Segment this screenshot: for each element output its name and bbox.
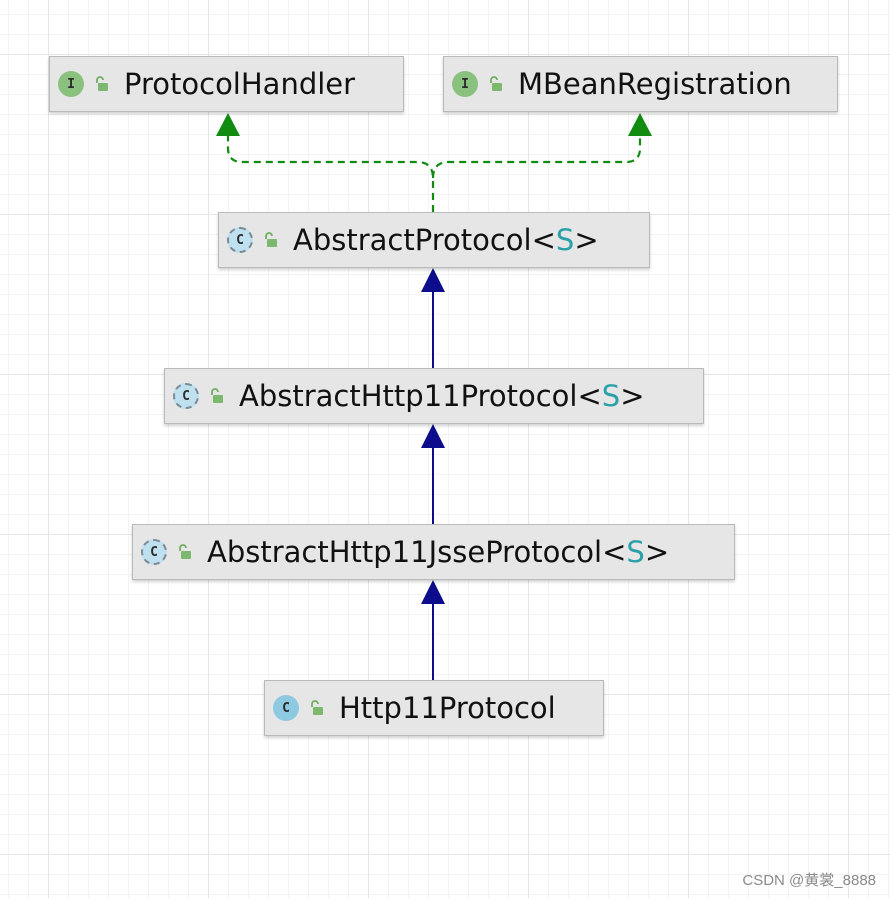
abstract-class-icon: C [141, 539, 167, 565]
class-name: AbstractHttp11JsseProtocol [207, 535, 603, 569]
type-parameter: S [555, 223, 575, 257]
node-label: AbstractHttp11Protocol<S> [239, 379, 645, 413]
abstract-class-icon: C [227, 227, 253, 253]
node-mbean-registration[interactable]: I MBeanRegistration [443, 56, 838, 112]
edge-abstractprotocol-implements-protocolhandler [226, 134, 435, 212]
interface-icon: I [58, 71, 84, 97]
watermark: CSDN @黄裳_8888 [742, 872, 876, 889]
node-label: AbstractHttp11JsseProtocol<S> [207, 535, 670, 569]
node-label: MBeanRegistration [518, 67, 792, 101]
public-lock-icon [211, 388, 223, 403]
node-http11-protocol[interactable]: C Http11Protocol [264, 680, 604, 736]
edge-abstractprotocol-implements-mbeanregistration [431, 134, 642, 179]
type-parameter: S [601, 379, 621, 413]
node-abstract-http11-jsse-protocol[interactable]: C AbstractHttp11JsseProtocol<S> [132, 524, 735, 580]
node-abstract-protocol[interactable]: C AbstractProtocol<S> [218, 212, 650, 268]
class-name: AbstractProtocol [293, 223, 532, 257]
node-abstract-http11-protocol[interactable]: C AbstractHttp11Protocol<S> [164, 368, 704, 424]
class-icon: C [273, 695, 299, 721]
node-label: AbstractProtocol<S> [293, 223, 599, 257]
public-lock-icon [179, 544, 191, 559]
arrowhead-abstracthttp11protocol [421, 424, 445, 448]
node-label: Http11Protocol [339, 691, 556, 725]
arrowhead-abstracthttp11jsseprotocol [421, 580, 445, 604]
type-parameter: S [626, 535, 645, 569]
node-label: ProtocolHandler [124, 67, 356, 101]
public-lock-icon [490, 76, 502, 91]
class-name: AbstractHttp11Protocol [239, 379, 578, 413]
arrowhead-protocolhandler [216, 113, 240, 136]
abstract-class-icon: C [173, 383, 199, 409]
node-protocol-handler[interactable]: I ProtocolHandler [49, 56, 404, 112]
public-lock-icon [96, 76, 108, 91]
public-lock-icon [265, 232, 277, 247]
public-lock-icon [311, 700, 323, 715]
interface-icon: I [452, 71, 478, 97]
arrowhead-mbeanregistration [628, 113, 652, 136]
arrowhead-abstractprotocol [421, 268, 445, 292]
